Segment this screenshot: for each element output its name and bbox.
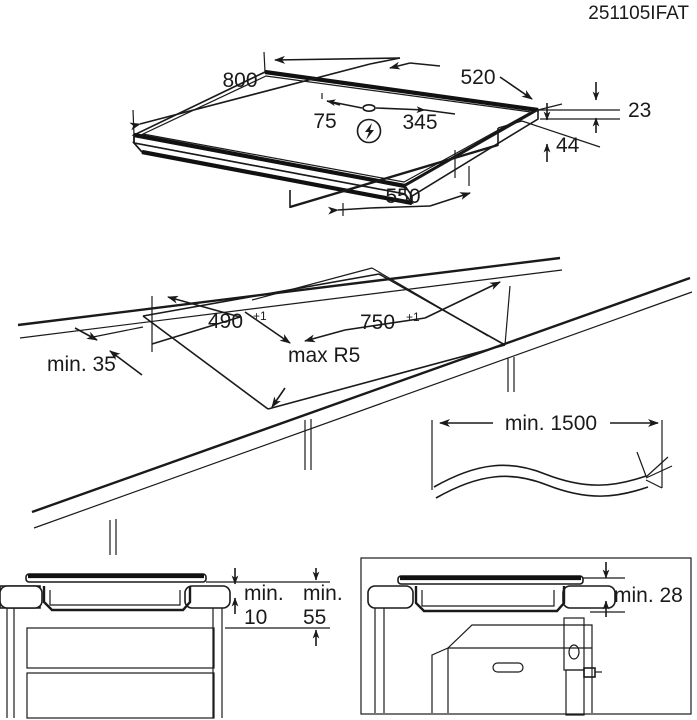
worktop-front-edge-bottom (33, 291, 693, 529)
cable-outlet-marker (362, 104, 376, 113)
right-section-frame (360, 557, 692, 715)
right-section-hob-body (414, 586, 566, 613)
dim-ext-520 (537, 103, 563, 111)
lightning-bolt-icon (356, 118, 382, 144)
worktop-cutout-view: 490 +1 750 +1 min. 35 max R5 (17, 256, 693, 555)
dim-line-550 (369, 205, 431, 209)
cutout-edge-back (142, 273, 380, 317)
dim-tolerance-490: +1 (253, 309, 267, 323)
dim-line-750 (344, 317, 426, 331)
dim-arrow-750-right (424, 281, 501, 319)
hob-top-back-edge (264, 69, 539, 113)
oven-door-handle (492, 662, 524, 673)
cable-wire-4 (645, 479, 663, 489)
cable-outline-upper (433, 464, 647, 488)
right-section-hob-body-inner (421, 590, 555, 607)
oven-body-outline (447, 624, 593, 713)
cutout-inner-back (251, 267, 373, 301)
oven-screw-hole (568, 644, 580, 660)
cable-wire-2 (645, 456, 669, 478)
dim-arrow-490-up (167, 295, 241, 318)
dim-arrow-750-left (304, 329, 346, 343)
section-with-drawers-view: min. 10 min. 55 (0, 568, 343, 719)
hob-left-corner (133, 135, 143, 153)
dim-label-550: 550 (385, 185, 420, 208)
document-code: 251105IFAT (588, 3, 689, 24)
dim-ext-750 (504, 285, 511, 346)
worktop-back-edge-bottom (19, 269, 563, 339)
hob-front-bottom-line (141, 149, 413, 206)
left-section-drawer-upper (26, 627, 215, 669)
dim-label-min-1500: min. 1500 (505, 412, 597, 435)
cutout-edge-left (142, 315, 269, 410)
hob-front-top-line (133, 132, 406, 189)
dim-line-75 (326, 100, 341, 106)
cable-wire-1 (636, 451, 647, 477)
dim-label-min55-value: 55 (303, 606, 326, 629)
dim-label-min35: min. 35 (47, 353, 116, 376)
oven-front-panel (431, 647, 449, 713)
left-section-hob-body-inner (49, 590, 181, 606)
left-section-worktop-left-round (0, 585, 43, 609)
oven-fixing-screw-head (583, 667, 596, 678)
left-section-worktop-right-round (184, 585, 231, 609)
leader-max-r5 (271, 387, 286, 408)
dim-label-345: 345 (402, 111, 437, 134)
right-section-worktop-right (562, 585, 616, 609)
cable-outline-lower (435, 475, 649, 499)
worktop-front-edge-top (31, 276, 691, 514)
dim-label-750: 750 (360, 311, 395, 334)
left-section-hob-body (42, 586, 192, 612)
worktop-back-edge-top (17, 256, 561, 327)
dim-label-min10-word: min. (244, 582, 284, 605)
dim-arrow-520-right (499, 76, 533, 100)
dim-arrow-min35-upper (74, 327, 98, 341)
dim-label-min28: min. 28 (614, 584, 683, 607)
hob-perspective-view: 800 520 75 345 (129, 51, 651, 216)
cable-wire-3 (645, 465, 673, 479)
hob-glass-inner-edge (141, 75, 533, 183)
left-section-drawer-lower (26, 672, 215, 719)
dim-line-800 (129, 63, 371, 131)
dim-label-520: 520 (460, 66, 495, 89)
dim-tolerance-750: +1 (406, 310, 420, 324)
dim-label-23: 23 (628, 99, 651, 122)
section-with-oven-view: min. 28 (360, 557, 692, 716)
hob-underbox-extension (497, 120, 523, 129)
dim-arrow-490-down (244, 311, 291, 344)
cutout-edge-front (267, 344, 506, 410)
mains-cable-view: min. 1500 (431, 412, 673, 499)
dim-ext-44 (521, 120, 601, 148)
dim-label-max-r5: max R5 (288, 344, 360, 367)
dim-label-75: 75 (313, 110, 336, 133)
dim-arrow-min35-lower (109, 350, 143, 376)
dim-arrow-345-right (375, 106, 426, 114)
oven-side-bracket (563, 617, 585, 671)
dim-arrow-550-right (429, 192, 471, 207)
dim-ext-800-right (263, 51, 266, 73)
dim-arrow-800-right (274, 55, 401, 64)
oven-side-bracket-lower (565, 669, 585, 716)
hob-underbox-bottom (289, 143, 499, 209)
dim-arrow-550-left (327, 206, 371, 215)
dim-line-345 (424, 109, 456, 115)
dim-line-490 (151, 316, 241, 345)
right-section-worktop-left (367, 585, 414, 609)
dim-label-min10-value: 10 (244, 606, 267, 629)
dim-label-min55-word: min. (303, 582, 343, 605)
dim-label-490: 490 (208, 310, 243, 333)
dim-label-44: 44 (556, 134, 580, 157)
dim-ext-800-left (132, 109, 135, 136)
cutout-inner-right (371, 267, 489, 337)
dim-line-800b (369, 57, 401, 65)
dim-ext-min35 (92, 326, 144, 338)
dim-arrow-520-left (389, 61, 411, 70)
dim-label-800: 800 (222, 69, 257, 92)
dim-line-520a (409, 62, 441, 67)
